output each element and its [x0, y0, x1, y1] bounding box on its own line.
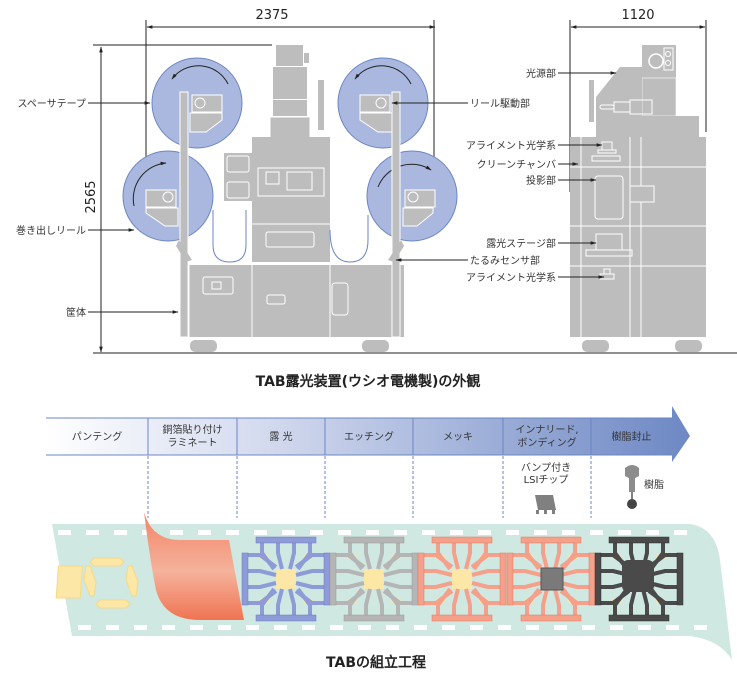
chip-label-line2: LSIチップ	[524, 474, 569, 486]
sprocket-hole	[498, 625, 511, 630]
step-label: エッチング	[344, 430, 394, 443]
sprocket-hole	[338, 530, 351, 535]
label-alignment-optics-bottom: アライメント光学系	[466, 271, 556, 284]
step-label: パンテング	[72, 430, 123, 443]
label-unwind-reel: 巻き出しリール	[16, 224, 86, 237]
tab-film-strip	[52, 512, 732, 660]
side-width-dimension-1120: 1120	[621, 8, 654, 23]
sprocket-hole	[246, 625, 259, 630]
step-label-line2: ラミネート	[168, 437, 218, 449]
label-exposure-stage: 露光ステージ部	[486, 237, 556, 250]
sprocket-hole	[198, 530, 211, 535]
pattern-plating	[417, 536, 507, 622]
sprocket-hole	[170, 530, 183, 535]
sprocket-hole	[190, 625, 203, 630]
sprocket-hole	[562, 530, 575, 535]
step-label: 銅箔貼り付け	[163, 423, 223, 436]
label-housing: 筐体	[66, 306, 86, 319]
sprocket-hole	[218, 625, 231, 630]
step-label: インナリード,	[515, 424, 578, 436]
sprocket-hole	[618, 530, 631, 535]
front-view-machine: 2375 2565 スペーサテープ 巻き出しリール 筐体 リール駆動部 たるみセ…	[16, 8, 560, 354]
sprocket-hole	[394, 530, 407, 535]
label-slack-sensor: たるみセンサ部	[470, 254, 540, 267]
sprocket-hole	[274, 625, 287, 630]
label-alignment-optics-top: アライメント光学系	[466, 139, 556, 152]
copper-foil-sheet	[144, 512, 244, 620]
chip-label-line1: バンプ付き	[521, 461, 571, 474]
sprocket-hole	[470, 625, 483, 630]
sprocket-hole	[254, 530, 267, 535]
step-label-line2: ボンディング	[517, 436, 576, 449]
lsi-chip-icon	[535, 495, 556, 514]
sprocket-hole	[58, 530, 71, 535]
pattern-punching	[55, 557, 139, 609]
label-clean-chamber: クリーンチャンバ	[477, 159, 556, 171]
sprocket-hole	[86, 530, 99, 535]
sprocket-hole	[226, 530, 239, 535]
sprocket-hole	[526, 625, 539, 630]
sprocket-hole	[450, 530, 463, 535]
label-spacer-tape: スペーサテープ	[18, 98, 87, 110]
sprocket-hole	[422, 530, 435, 535]
sprocket-hole	[302, 625, 315, 630]
sprocket-hole	[534, 530, 547, 535]
sprocket-hole	[666, 625, 679, 630]
step-label: メッキ	[443, 432, 473, 443]
width-dimension-2375: 2375	[255, 8, 288, 23]
sprocket-hole	[646, 530, 659, 535]
pattern-etching	[329, 536, 419, 622]
sprocket-hole	[330, 625, 343, 630]
sprocket-hole	[282, 530, 295, 535]
sprocket-hole	[442, 625, 455, 630]
sprocket-hole	[638, 625, 651, 630]
sprocket-hole	[478, 530, 491, 535]
sprocket-hole	[366, 530, 379, 535]
sprocket-hole	[554, 625, 567, 630]
label-reel-drive: リール駆動部	[470, 97, 530, 110]
sprocket-hole	[610, 625, 623, 630]
bonded-chip	[540, 567, 564, 591]
sprocket-hole	[134, 625, 147, 630]
sprocket-hole	[162, 625, 175, 630]
label-light-source: 光源部	[526, 67, 556, 80]
sprocket-hole	[78, 625, 91, 630]
sprocket-hole	[358, 625, 371, 630]
machine-caption: TAB露光装置(ウシオ電機製)の外観	[256, 373, 481, 390]
sprocket-hole	[310, 530, 323, 535]
sprocket-hole	[590, 530, 603, 535]
pattern-exposure	[241, 536, 331, 622]
resin-encapsulation	[622, 560, 654, 592]
resin-dispenser-icon	[625, 465, 639, 509]
sprocket-hole	[694, 625, 707, 630]
label-projection: 投影部	[526, 174, 556, 187]
step-label: 露 光	[269, 430, 292, 443]
resin-label: 樹脂	[644, 478, 664, 491]
sprocket-hole	[114, 530, 127, 535]
sprocket-hole	[106, 625, 119, 630]
process-caption: TABの組立工程	[326, 654, 426, 671]
side-view-machine: 1120 光源部	[466, 8, 737, 354]
sprocket-hole	[582, 625, 595, 630]
sprocket-hole	[414, 625, 427, 630]
height-dimension-2565: 2565	[84, 180, 99, 213]
step-connectors	[147, 456, 592, 518]
sprocket-hole	[674, 530, 687, 535]
sprocket-hole	[386, 625, 399, 630]
step-label: 樹脂封止	[612, 430, 652, 443]
sprocket-hole	[506, 530, 519, 535]
